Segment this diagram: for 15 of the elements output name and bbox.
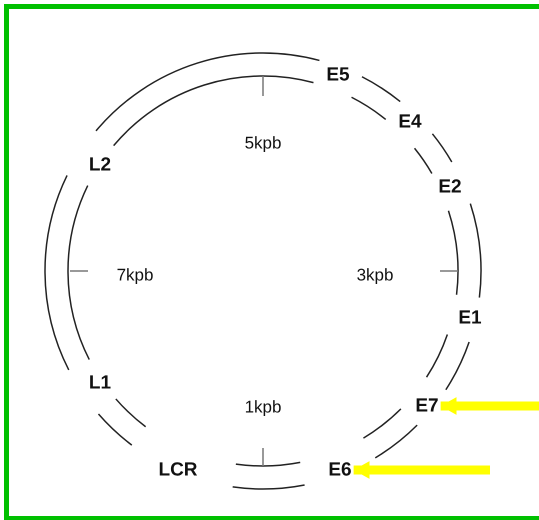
- scale-label: 7kpb: [116, 266, 154, 284]
- arrow: [354, 461, 490, 479]
- gene-label: E5: [326, 66, 350, 84]
- gene-label: L2: [88, 156, 112, 174]
- scale-label: 5kpb: [244, 134, 282, 152]
- gene-label: E2: [438, 178, 462, 196]
- scale-label: 3kpb: [356, 266, 394, 284]
- gene-label: L1: [88, 374, 112, 392]
- gene-label: E1: [458, 308, 482, 328]
- scale-label: 1kpb: [244, 398, 282, 416]
- gene-label: E6: [328, 460, 352, 480]
- gene-label: E7: [415, 396, 439, 416]
- gene-label: LCR: [158, 460, 198, 480]
- arrow: [440, 397, 539, 415]
- gene-label: E4: [398, 112, 422, 132]
